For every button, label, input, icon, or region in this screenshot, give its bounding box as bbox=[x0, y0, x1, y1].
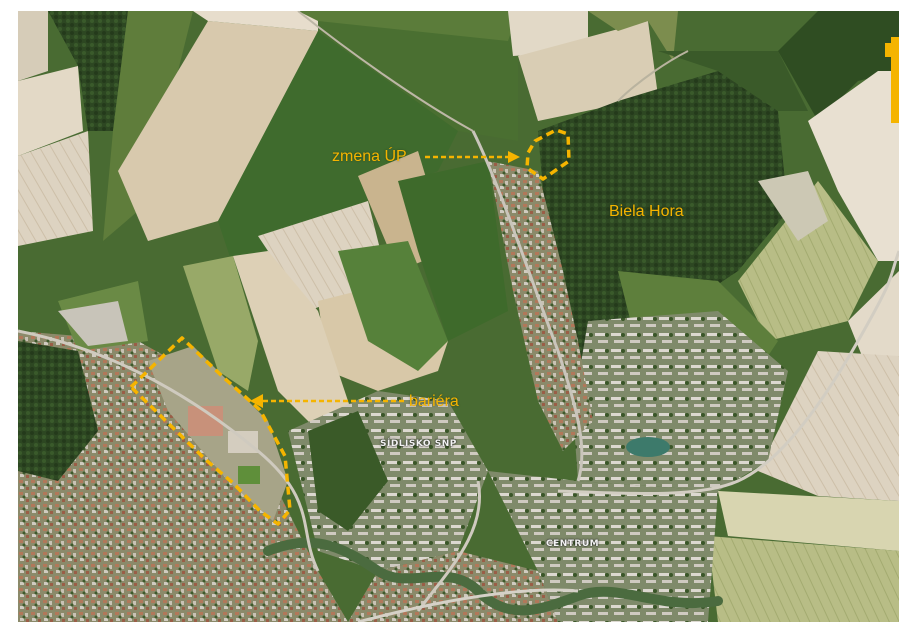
aerial-map-image bbox=[18, 11, 899, 622]
corner-marker bbox=[885, 37, 899, 123]
place-label-snp: SÍDLISKO SNP bbox=[380, 439, 457, 449]
barrier-arrow-head bbox=[250, 394, 263, 408]
change-area-outline bbox=[525, 128, 571, 181]
place-label-center: CENTRUM bbox=[546, 539, 600, 549]
barrier-outline bbox=[129, 336, 292, 526]
change-arrow-head bbox=[508, 151, 520, 163]
aerial-map[interactable]: zmena ÚP bariéra Biela Hora SÍDLISKO SNP… bbox=[18, 11, 899, 622]
change-label: zmena ÚP bbox=[332, 148, 407, 165]
barrier-label: bariéra bbox=[409, 393, 459, 410]
hill-label: Biela Hora bbox=[609, 203, 684, 220]
